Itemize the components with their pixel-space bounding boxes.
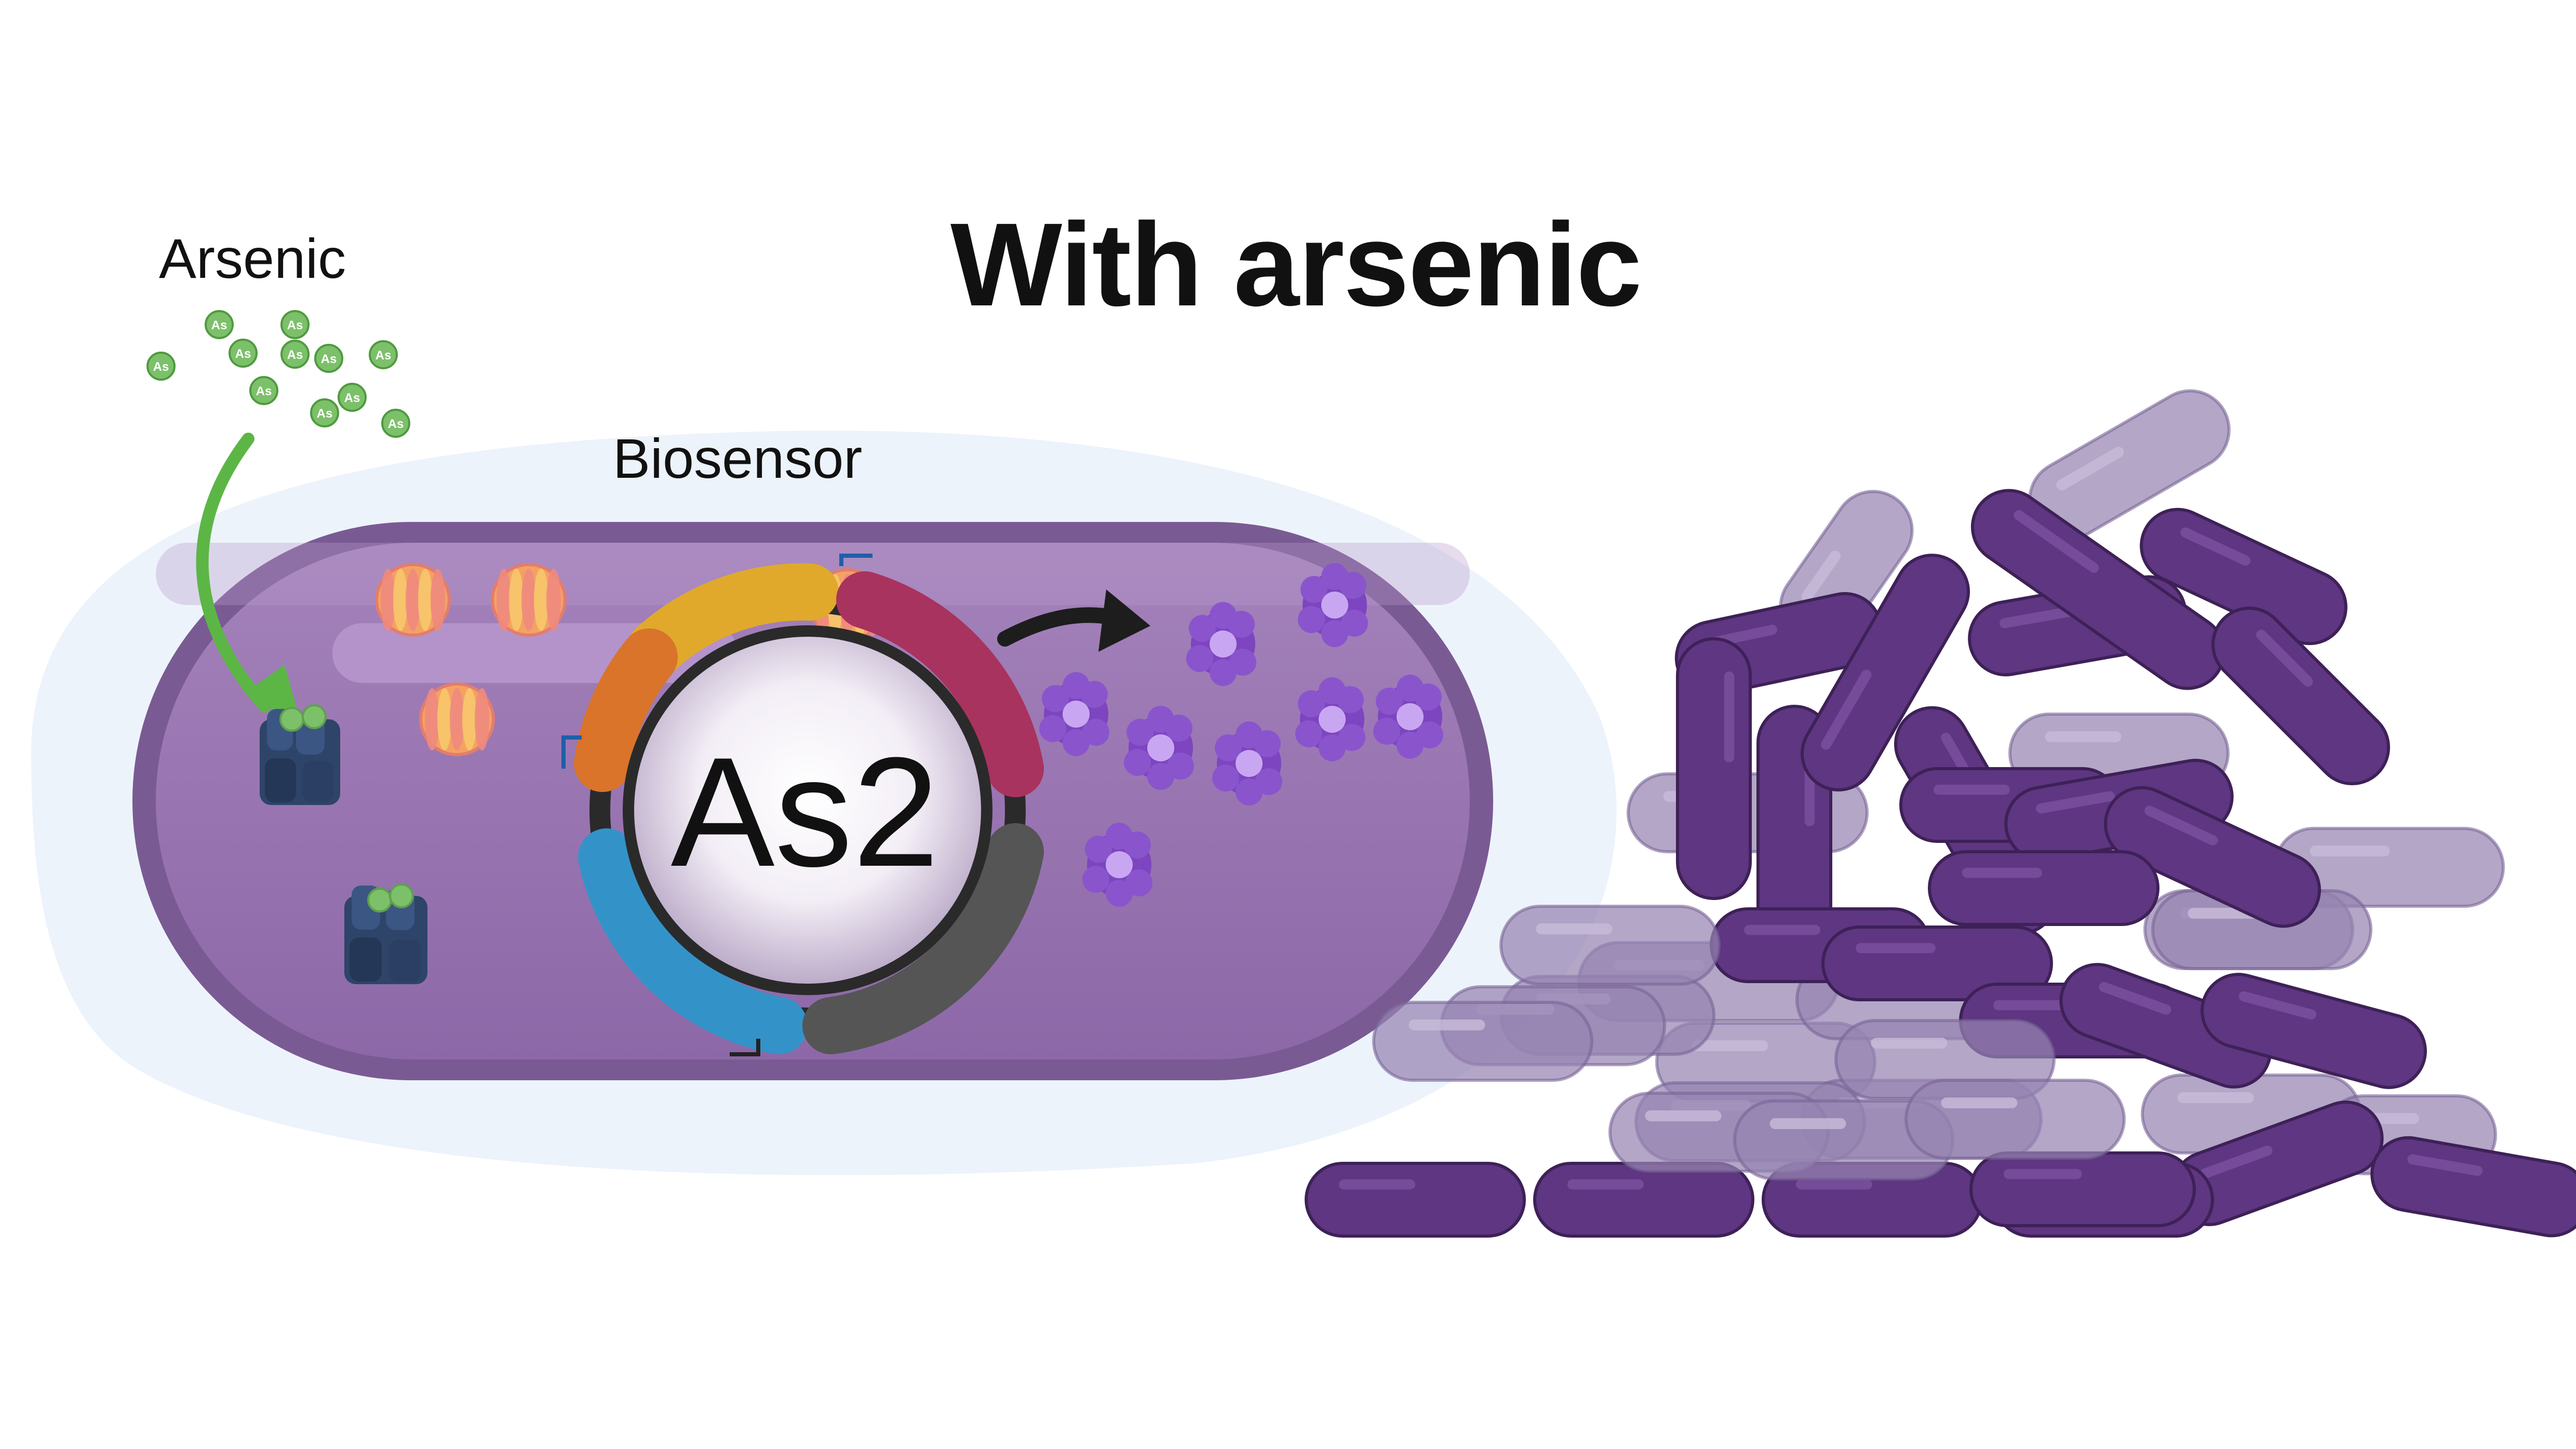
bacterium-icon [1969,1151,2196,1227]
page-title: With arsenic [950,199,1642,331]
reporter-protein-icon [1373,675,1443,759]
bacterium-icon [2201,973,2427,1089]
arsenic-atom-icon: As [249,376,278,405]
bacterium-icon [2059,963,2272,1089]
arsenic-atom-icon: As [338,383,367,412]
svg-text:As: As [287,348,303,362]
arsenic-atom-icon: As [280,310,310,339]
svg-text:As: As [211,318,227,332]
svg-text:As: As [317,407,333,421]
plasmid-as2 [561,554,1044,1056]
bacterium-icon [1305,1162,1526,1238]
plasmid-label: As2 [670,725,940,899]
reporter-protein-icon [1082,823,1152,907]
promoter-arrow-icon [839,554,873,566]
bacteria-pile [1305,389,2576,1238]
arsenic-atom-icon: As [229,339,258,368]
bacterium-icon [2140,507,2347,646]
arsenic-label: Arsenic [159,227,346,290]
reporter-protein-icon [1039,672,1109,756]
reporter-protein-icon [1212,721,1282,806]
svg-text:As: As [153,360,169,374]
reporter-proteins [1039,563,1443,907]
bacterium-icon [1904,1079,2126,1160]
promoter-arrow-icon [561,735,582,769]
svg-text:As: As [388,417,404,431]
bacterium-icon [2211,607,2390,785]
svg-text:As: As [344,391,360,405]
biosensor-label: Biosensor [613,427,863,490]
arsenic-atom-icon: As [369,340,398,369]
bacterium-icon [2273,827,2505,908]
repressor-protein-icon [260,704,340,805]
promoter-arrow-icon [730,1039,760,1056]
svg-text:As: As [235,347,251,361]
bacterium-icon [2370,1136,2576,1238]
reporter-protein-icon [1124,706,1194,790]
svg-text:As: As [287,318,303,332]
bacterium-icon [1928,850,2159,926]
reporter-protein-icon [1298,563,1368,647]
expression-arrow [997,589,1150,652]
bacterium-icon [1499,905,1721,986]
bacterium-icon [1372,1001,1593,1082]
bacterium-icon [2104,786,2321,928]
repressor-protein-icon [344,883,427,984]
regulator-dimer-icon [419,682,495,756]
reporter-protein-icon [1186,602,1256,686]
arsenic-atom-icon: As [205,310,234,339]
arsenic-atom-icon: As [314,344,343,373]
arsenic-atom-icon: As [280,340,310,369]
bacterium-icon [1533,1162,1754,1238]
reporter-protein-icon [1295,677,1365,761]
arsenic-atom-icon: As [310,398,339,427]
arsenic-atom-icon: As [146,352,176,381]
svg-text:As: As [256,384,272,398]
svg-text:As: As [321,352,337,366]
bacterium-icon [1821,925,2053,1001]
svg-text:As: As [375,348,392,363]
regulator-dimer-icon [375,563,451,637]
regulator-dimer-icon [491,563,567,637]
bacterium-icon [1970,489,2226,690]
bacterium-icon [1676,637,1752,900]
arsenic-atom-icon: As [381,409,410,438]
bacterium-icon [1801,554,1970,791]
